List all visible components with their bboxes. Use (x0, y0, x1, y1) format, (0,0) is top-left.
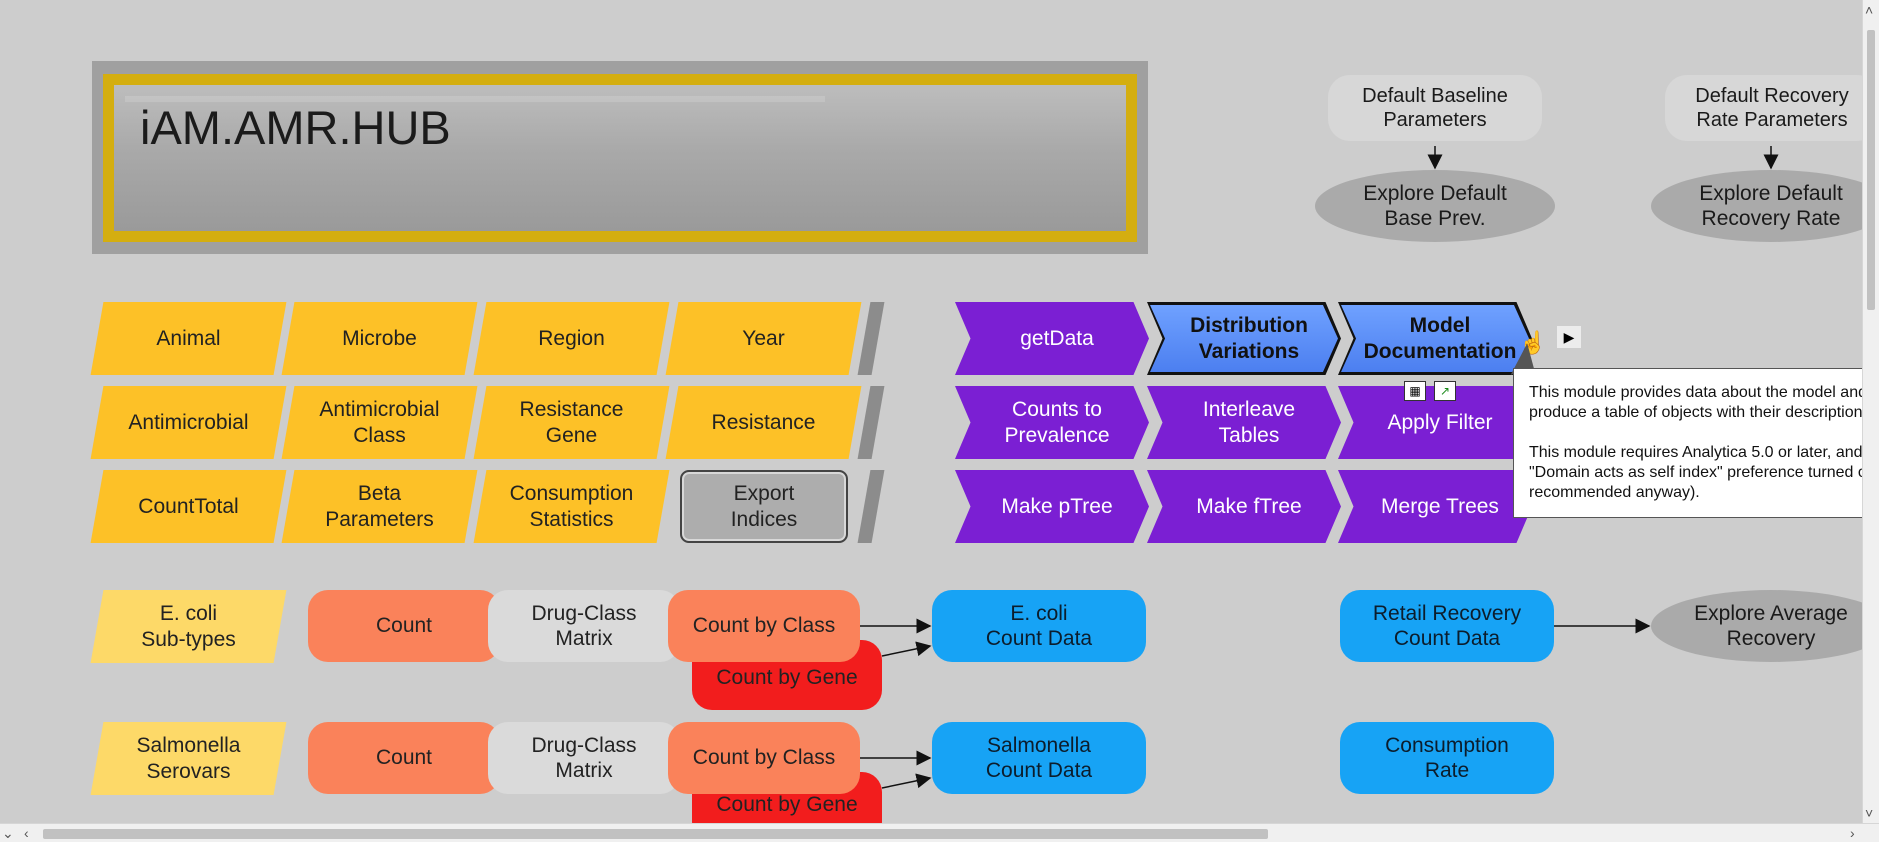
index-beta-parameters[interactable]: Beta Parameters (281, 470, 478, 543)
index-antimicrobial[interactable]: Antimicrobial (90, 386, 287, 459)
vertical-scroll-thumb[interactable] (1867, 30, 1875, 310)
module-counts-to-prevalence[interactable]: Counts to Prevalence (955, 386, 1149, 459)
index-microbe[interactable]: Microbe (281, 302, 478, 375)
index-counttotal[interactable]: CountTotal (90, 470, 287, 543)
graph-icon[interactable]: ↗ (1434, 381, 1456, 401)
salmonella-serovars[interactable]: Salmonella Serovars (90, 722, 287, 795)
index-year[interactable]: Year (665, 302, 862, 375)
module-merge-trees[interactable]: Merge Trees (1338, 470, 1532, 543)
index-resistance-gene[interactable]: Resistance Gene (473, 386, 670, 459)
export-indices-button[interactable]: Export Indices (680, 470, 848, 543)
title-gloss (125, 96, 825, 102)
expand-arrow-icon[interactable]: ▶ (1557, 326, 1581, 348)
index-sliver-1[interactable] (857, 302, 885, 375)
default-recovery-rate-parameters[interactable]: Default Recovery Rate Parameters (1665, 75, 1879, 141)
module-make-ptree[interactable]: Make pTree (955, 470, 1149, 543)
module-distribution-variations[interactable]: Distribution Variations (1147, 302, 1341, 375)
explore-default-base-prev[interactable]: Explore Default Base Prev. (1315, 170, 1555, 242)
scroll-up-icon[interactable]: ˄ (1865, 2, 1874, 18)
scroll-down-icon[interactable]: ˅ (1865, 805, 1874, 821)
salmonella-count[interactable]: Count (308, 722, 500, 794)
salmonella-count-data[interactable]: Salmonella Count Data (932, 722, 1146, 794)
consumption-rate[interactable]: Consumption Rate (1340, 722, 1554, 794)
module-model-documentation[interactable]: Model Documentation (1338, 302, 1532, 375)
page-title: iAM.AMR.HUB (140, 101, 451, 154)
table-icon[interactable]: ▦ (1404, 381, 1426, 401)
index-sliver-2[interactable] (857, 386, 885, 459)
module-interleave-tables[interactable]: Interleave Tables (1147, 386, 1341, 459)
scroll-left-icon[interactable]: ‹ (24, 825, 29, 841)
explore-average-recovery[interactable]: Explore Average Recovery (1651, 590, 1879, 662)
hand-cursor-icon: ☝ (1519, 330, 1547, 355)
salmonella-drug-class-matrix[interactable]: Drug-Class Matrix (488, 722, 680, 794)
arrow-salm-gene-data (881, 773, 932, 789)
index-antimicrobial-class[interactable]: Antimicrobial Class (281, 386, 478, 459)
scroll-right-icon[interactable]: › (1850, 825, 1855, 841)
default-baseline-parameters[interactable]: Default Baseline Parameters (1328, 75, 1542, 141)
index-sliver-3[interactable] (857, 470, 885, 543)
ecoli-count-by-class[interactable]: Count by Class (668, 590, 860, 662)
chevron-down-icon[interactable]: ⌄ (2, 825, 14, 841)
index-animal[interactable]: Animal (90, 302, 287, 375)
module-description-tooltip: This module provides data about the mode… (1513, 368, 1879, 518)
module-getdata[interactable]: getData (955, 302, 1149, 375)
index-region[interactable]: Region (473, 302, 670, 375)
ecoli-count[interactable]: Count (308, 590, 500, 662)
explore-default-recovery-rate[interactable]: Explore Default Recovery Rate (1651, 170, 1879, 242)
ecoli-drug-class-matrix[interactable]: Drug-Class Matrix (488, 590, 680, 662)
horizontal-scroll-thumb[interactable] (43, 829, 1268, 839)
salmonella-count-by-class[interactable]: Count by Class (668, 722, 860, 794)
module-make-ftree[interactable]: Make fTree (1147, 470, 1341, 543)
arrow-ecoli-gene-data (881, 641, 932, 657)
index-resistance[interactable]: Resistance (665, 386, 862, 459)
index-consumption-statistics[interactable]: Consumption Statistics (473, 470, 670, 543)
ecoli-count-data[interactable]: E. coli Count Data (932, 590, 1146, 662)
retail-recovery-count-data[interactable]: Retail Recovery Count Data (1340, 590, 1554, 662)
ecoli-subtypes[interactable]: E. coli Sub-types (90, 590, 287, 663)
title-frame (103, 74, 1137, 242)
